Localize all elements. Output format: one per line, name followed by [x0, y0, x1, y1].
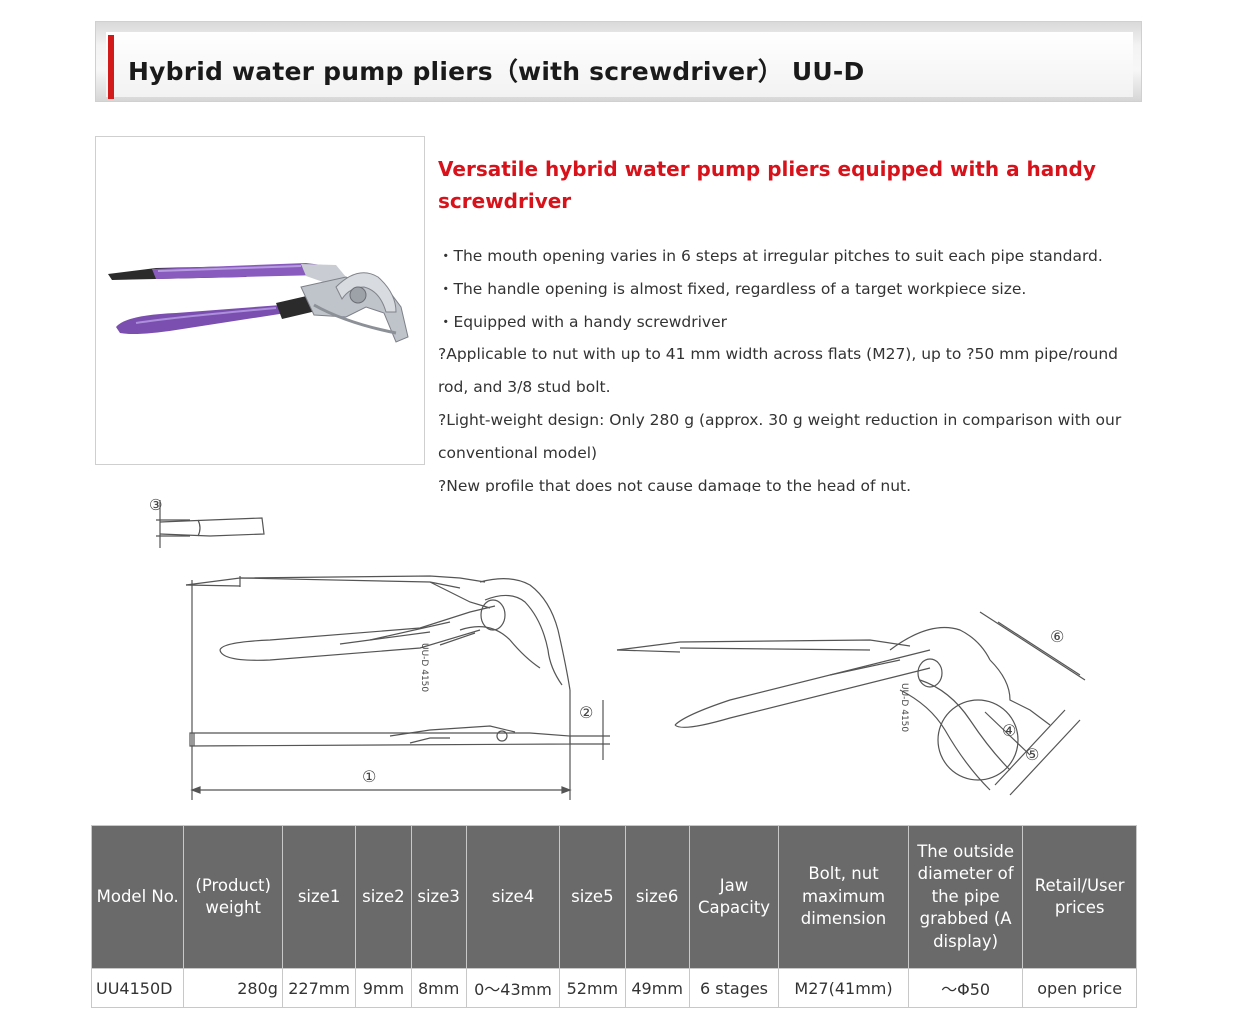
title-accent-bar — [108, 35, 114, 99]
jaw-marking-right: UU-D 4150 — [899, 683, 909, 732]
column-header: Jaw Capacity — [688, 825, 780, 969]
title-bar: Hybrid water pump pliers（with screwdrive… — [95, 21, 1142, 102]
table-cell: open price — [1022, 968, 1137, 1008]
table-cell: 280g — [183, 968, 283, 1008]
column-header: Model No. — [90, 825, 185, 969]
product-photo — [95, 136, 425, 465]
feature-item: ・The mouth opening varies in 6 steps at … — [438, 247, 1103, 265]
dim-label-5: ⑤ — [1025, 745, 1039, 764]
table-cell: 6 stages — [688, 968, 780, 1008]
column-header: size5 — [559, 825, 626, 969]
table-cell: M27(41mm) — [778, 968, 909, 1008]
column-header: Retail/User prices — [1022, 825, 1137, 969]
table-header-row: Model No. (Product) weight size1 size2 s… — [90, 825, 1137, 969]
table-cell: 227mm — [281, 968, 357, 1008]
dim-label-4: ④ — [1002, 721, 1016, 740]
column-header: The outside diameter of the pipe grabbed… — [907, 825, 1024, 969]
page-title: Hybrid water pump pliers（with screwdrive… — [128, 57, 865, 86]
feature-item: ?Light-weight design: Only 280 g (approx… — [438, 410, 1122, 462]
table-cell: 52mm — [559, 968, 626, 1008]
product-headline: Versatile hybrid water pump pliers equip… — [438, 157, 1096, 213]
dim-label-1: ① — [362, 767, 376, 786]
column-header: size3 — [410, 825, 467, 969]
column-header: (Product) weight — [183, 825, 283, 969]
table-cell: 9mm — [355, 968, 412, 1008]
column-header: size6 — [624, 825, 690, 969]
table-cell: UU4150D — [90, 968, 185, 1008]
dim-label-6: ⑥ — [1050, 627, 1064, 646]
table-cell: 0～43mm — [465, 968, 561, 1008]
spec-table: Model No. (Product) weight size1 size2 s… — [90, 825, 1137, 1008]
dim-label-2: ② — [579, 703, 593, 722]
table-cell: ～Φ50 — [907, 968, 1024, 1008]
pliers-open-view: UU-D 4150 ⑥ ④ ⑤ — [616, 611, 1086, 796]
table-cell: 49mm — [624, 968, 690, 1008]
table-row: UU4150D 280g 227mm 9mm 8mm 0～43mm 52mm 4… — [90, 968, 1137, 1008]
screwdriver-tip-detail: ③ — [149, 496, 265, 548]
column-header: Bolt, nut maximum dimension — [778, 825, 909, 969]
title-bar-inner — [106, 32, 1133, 97]
feature-item: ・Equipped with a handy screwdriver — [438, 312, 728, 331]
feature-item: ?New profile that does not cause damage … — [438, 476, 912, 492]
pliers-top-view: ② — [189, 700, 610, 760]
dim-label-3: ③ — [149, 496, 162, 514]
column-header: size1 — [281, 825, 357, 969]
feature-item: ・The handle opening is almost fixed, reg… — [438, 279, 1027, 298]
pliers-side-view: UU-D 4150 ① — [185, 575, 572, 800]
technical-drawing: ③ UU-D 4150 ① — [149, 496, 1086, 800]
table-cell: 8mm — [410, 968, 467, 1008]
column-header: size4 — [465, 825, 561, 969]
jaw-marking: UU-D 4150 — [419, 643, 429, 692]
feature-list: ・The mouth opening varies in 6 steps at … — [438, 240, 1138, 492]
pliers-photo-illustration — [108, 263, 409, 343]
feature-item: ?Applicable to nut with up to 41 mm widt… — [438, 345, 1119, 397]
column-header: size2 — [355, 825, 412, 969]
